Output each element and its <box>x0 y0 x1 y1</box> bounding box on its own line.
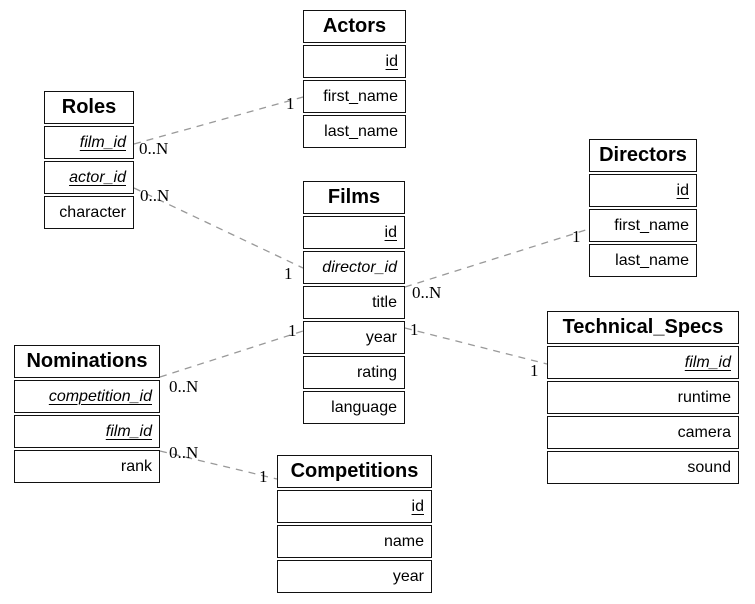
cardinality-label-roles-films-0: 0..N <box>140 186 170 205</box>
entity-title-nominations: Nominations <box>14 345 160 378</box>
field-row-films-year: year <box>303 321 405 354</box>
relation-line-nominations-films <box>159 330 304 378</box>
field-row-actors-last_name: last_name <box>303 115 406 148</box>
cardinality-label-roles-actors-1: 1 <box>286 94 295 113</box>
field-row-technical_specs-sound: sound <box>547 451 739 484</box>
relation-line-films-technical_specs <box>404 327 548 365</box>
field-row-films-id: id <box>303 216 405 249</box>
field-row-directors-id: id <box>589 174 697 207</box>
field-row-films-title: title <box>303 286 405 319</box>
cardinality-label-nominations-competitions-0: 0..N <box>169 443 199 462</box>
entity-title-technical_specs: Technical_Specs <box>547 311 739 344</box>
cardinality-label-films-directors-1: 1 <box>572 227 581 246</box>
cardinality-label-films-directors-0: 0..N <box>412 283 442 302</box>
field-row-films-director_id: director_id <box>303 251 405 284</box>
field-row-technical_specs-camera: camera <box>547 416 739 449</box>
entity-title-competitions: Competitions <box>277 455 432 488</box>
cardinality-label-nominations-films-0: 0..N <box>169 377 199 396</box>
cardinality-label-films-technical_specs-0: 1 <box>410 320 419 339</box>
entity-title-roles: Roles <box>44 91 134 124</box>
field-row-roles-actor_id: actor_id <box>44 161 134 194</box>
field-row-nominations-competition_id: competition_id <box>14 380 160 413</box>
entity-title-directors: Directors <box>589 139 697 172</box>
field-row-films-rating: rating <box>303 356 405 389</box>
entity-title-actors: Actors <box>303 10 406 43</box>
field-row-competitions-year: year <box>277 560 432 593</box>
field-row-roles-character: character <box>44 196 134 229</box>
field-row-actors-first_name: first_name <box>303 80 406 113</box>
field-row-nominations-film_id: film_id <box>14 415 160 448</box>
field-row-competitions-name: name <box>277 525 432 558</box>
cardinality-label-films-technical_specs-1: 1 <box>530 361 539 380</box>
cardinality-label-roles-films-1: 1 <box>284 264 293 283</box>
field-row-films-language: language <box>303 391 405 424</box>
relation-line-roles-actors <box>133 96 304 145</box>
cardinality-label-roles-actors-0: 0..N <box>139 139 169 158</box>
field-row-roles-film_id: film_id <box>44 126 134 159</box>
field-row-technical_specs-runtime: runtime <box>547 381 739 414</box>
relation-line-roles-films <box>133 187 304 269</box>
entity-title-films: Films <box>303 181 405 214</box>
field-row-nominations-rank: rank <box>14 450 160 483</box>
field-row-technical_specs-film_id: film_id <box>547 346 739 379</box>
field-row-directors-first_name: first_name <box>589 209 697 242</box>
cardinality-label-nominations-competitions-1: 1 <box>259 467 268 486</box>
field-row-directors-last_name: last_name <box>589 244 697 277</box>
cardinality-label-nominations-films-1: 1 <box>288 321 297 340</box>
relation-line-films-directors <box>404 228 590 288</box>
field-row-competitions-id: id <box>277 490 432 523</box>
field-row-actors-id: id <box>303 45 406 78</box>
